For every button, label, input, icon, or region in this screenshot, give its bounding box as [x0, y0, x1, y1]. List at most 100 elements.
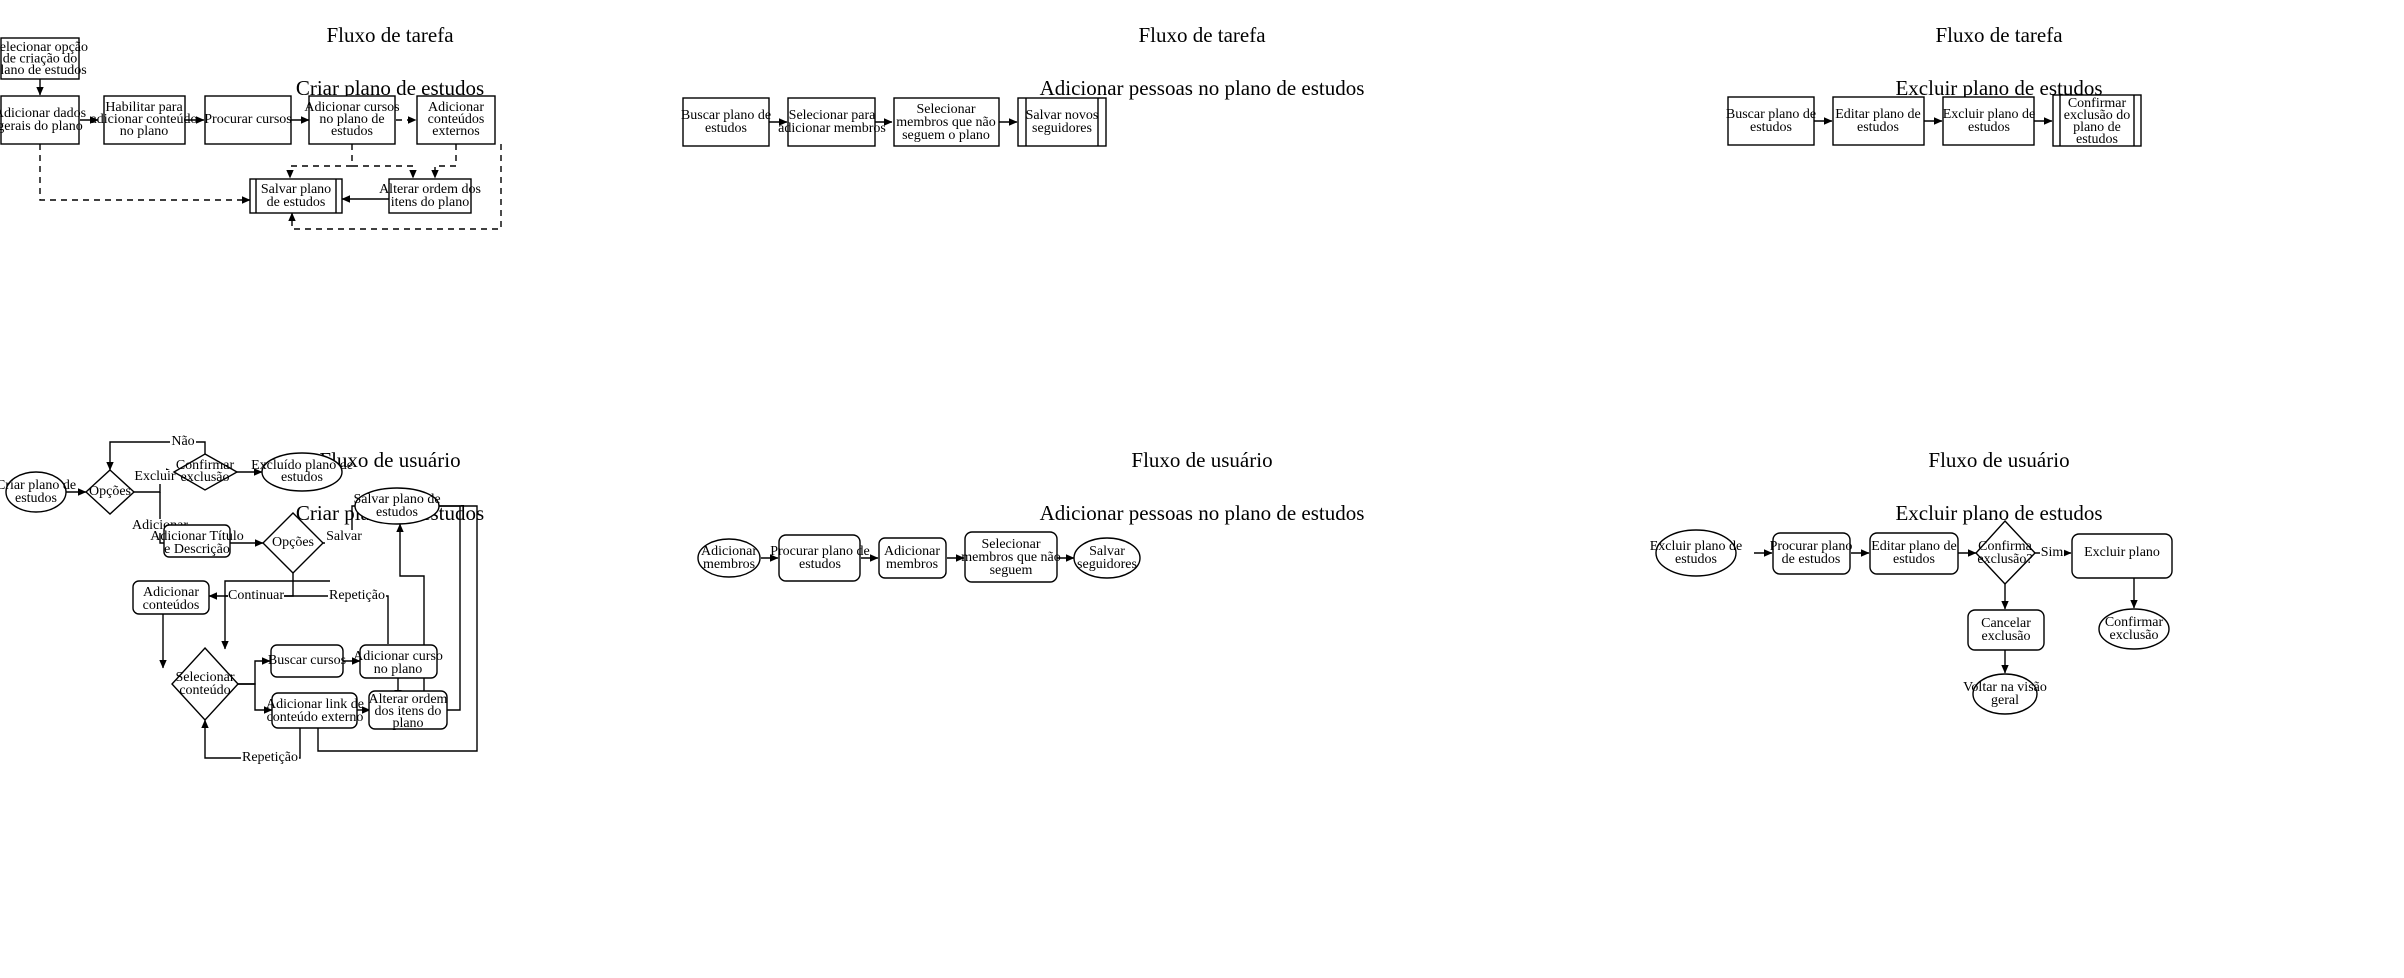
- node-d-editar[interactable]: Editar plano de estudos: [1869, 532, 1959, 575]
- node-u-opcoes-1[interactable]: Opções: [84, 469, 136, 515]
- node-salvar-novos[interactable]: Salvar novos seguidores: [1017, 97, 1107, 147]
- node-d-excluir[interactable]: Excluir plano: [2071, 533, 2173, 579]
- svg-text:Excluir plano de: Excluir plano de: [1650, 539, 1743, 554]
- node-p-salvar[interactable]: Salvar seguidores: [1073, 537, 1141, 579]
- edge-label-salvar: Salvar: [325, 529, 363, 544]
- node-d-procurar[interactable]: Procurar plano de estudos: [1770, 532, 1853, 575]
- svg-text:plano: plano: [392, 716, 423, 731]
- svg-text:Confirmar: Confirmar: [176, 458, 235, 473]
- node-procurar-cursos[interactable]: Procurar cursos: [204, 95, 292, 145]
- svg-text:Adicionar: Adicionar: [884, 544, 940, 559]
- svg-text:membros que não: membros que não: [896, 115, 996, 130]
- node-d-confirma[interactable]: Confirma exclusão?: [1975, 519, 2036, 586]
- edge-addconteudos-alterar: [431, 144, 457, 179]
- edge-label-excluir: Excluir: [134, 469, 176, 484]
- node-u-add-conteudos[interactable]: Adicionar conteúdos: [132, 580, 210, 615]
- edge-label-nao: Não: [170, 434, 196, 449]
- svg-text:Sim: Sim: [2041, 545, 2064, 560]
- node-p-adicionar[interactable]: Adicionar membros: [878, 537, 947, 579]
- svg-text:estudos: estudos: [799, 557, 841, 572]
- edge-label-repeticao-1: Repetição: [328, 588, 386, 603]
- node-u-excluido[interactable]: Excluído plano de estudos: [251, 452, 353, 492]
- node-u-add-link[interactable]: Adicionar link de conteúdo externo: [266, 692, 364, 729]
- node-u-sel-conteudo[interactable]: Selecionar conteúdo: [171, 646, 239, 722]
- svg-task-flow-create: Selecionar opção de criação do plano de …: [0, 37, 502, 230]
- node-alterar-ordem[interactable]: Alterar ordem dos itens do plano: [379, 178, 481, 214]
- svg-text:estudos: estudos: [1893, 552, 1935, 567]
- node-p-selecionar[interactable]: Selecionar membros que não seguem: [961, 531, 1061, 583]
- svg-text:Confirmar: Confirmar: [2068, 96, 2127, 111]
- node-u-criar-plano[interactable]: Criar plano de estudos: [0, 471, 76, 513]
- svg-text:Salvar: Salvar: [326, 529, 362, 544]
- node-u-add-titulo[interactable]: Adicionar Título e Descrição: [150, 524, 244, 558]
- panel-title-user-flow-add-people: Fluxo de usuário Adicionar pessoas no pl…: [802, 421, 1602, 526]
- node-d-confirmar[interactable]: Confirmar exclusão: [2098, 608, 2170, 650]
- node-u-alterar-ordem[interactable]: Alterar ordem dos itens do plano: [368, 690, 448, 731]
- node-add-conteudos[interactable]: Adicionar conteúdos externos: [416, 95, 496, 145]
- node-buscar-plano-d[interactable]: Buscar plano de estudos: [1726, 96, 1816, 146]
- panel-user-flow-delete: Fluxo de usuário Excluir plano de estudo…: [1604, 420, 2404, 978]
- svg-text:plano de: plano de: [2073, 120, 2121, 135]
- svg-text:Adicionar link de: Adicionar link de: [266, 697, 364, 712]
- svg-text:Adicionar Título: Adicionar Título: [150, 529, 243, 544]
- node-d-excluir-plano[interactable]: Excluir plano de estudos: [1650, 529, 1743, 577]
- edge-selconteudo-addlink: [238, 683, 273, 714]
- edge-label-repeticao-2: Repetição: [241, 750, 299, 765]
- node-excluir-plano-d[interactable]: Excluir plano de estudos: [1942, 96, 2036, 146]
- svg-text:no plano: no plano: [120, 124, 169, 139]
- svg-text:Repetição: Repetição: [329, 588, 385, 603]
- node-habilitar[interactable]: Habilitar para adicionar conteúdo no pla…: [91, 95, 198, 145]
- title-line-1: Fluxo de usuário: [1928, 448, 2070, 473]
- node-u-opcoes-2[interactable]: Opções: [262, 512, 324, 574]
- node-add-dados[interactable]: Adicionar dados gerais do plano: [0, 95, 86, 145]
- panel-task-flow-create: Fluxo de tarefa Criar plano de estudos: [0, 0, 800, 380]
- node-d-voltar[interactable]: Voltar na visão geral: [1963, 673, 2047, 715]
- node-u-salvar-plano[interactable]: Salvar plano de estudos: [353, 487, 441, 525]
- node-sel-adicionar[interactable]: Selecionar para adicionar membros: [778, 97, 886, 147]
- title-line-2: Excluir plano de estudos: [1895, 75, 2103, 100]
- node-buscar-plano[interactable]: Buscar plano de estudos: [681, 97, 771, 147]
- panel-task-flow-delete: Fluxo de tarefa Excluir plano de estudos…: [1604, 0, 2404, 380]
- node-sel-membros[interactable]: Selecionar membros que não seguem o plan…: [893, 97, 1000, 147]
- svg-text:Voltar na visão: Voltar na visão: [1963, 680, 2047, 695]
- svg-text:adicionar membros: adicionar membros: [778, 121, 886, 136]
- edge-alterar-right-salvar: [425, 502, 461, 711]
- edge-label-sim: Sim: [2040, 545, 2064, 560]
- svg-text:itens do plano: itens do plano: [391, 195, 470, 210]
- svg-text:Adicionar: Adicionar: [428, 100, 484, 115]
- node-editar-plano-d[interactable]: Editar plano de estudos: [1832, 96, 1925, 146]
- svg-text:no plano de: no plano de: [319, 112, 384, 127]
- svg-text:Opções: Opções: [272, 535, 314, 550]
- node-d-cancelar[interactable]: Cancelar exclusão: [1967, 609, 2045, 651]
- node-add-cursos[interactable]: Adicionar cursos no plano de estudos: [304, 95, 400, 145]
- svg-text:Adicionar: Adicionar: [701, 544, 757, 559]
- edge-label-continuar: Continuar: [228, 588, 284, 603]
- svg-text:seguem o plano: seguem o plano: [902, 128, 990, 143]
- edge-loopback-salvar: [288, 144, 502, 230]
- svg-text:estudos: estudos: [15, 491, 57, 506]
- svg-text:Procurar cursos: Procurar cursos: [204, 112, 291, 127]
- node-salvar-plano[interactable]: Salvar plano de estudos: [249, 178, 343, 214]
- node-u-confirmar-exclusao[interactable]: Confirmar exclusão: [172, 453, 239, 491]
- node-p-procurar[interactable]: Procurar plano de estudos: [770, 534, 870, 582]
- svg-text:Selecionar: Selecionar: [981, 537, 1040, 552]
- node-confirmar-excl[interactable]: Confirmar exclusão do plano de estudos: [2052, 94, 2142, 147]
- node-u-add-curso[interactable]: Adicionar curso no plano: [353, 644, 443, 679]
- svg-text:Criar plano de: Criar plano de: [0, 478, 76, 493]
- svg-text:Opções: Opções: [89, 484, 131, 499]
- edge-adddados-salvar: [39, 144, 251, 204]
- node-u-buscar-cursos[interactable]: Buscar cursos: [268, 644, 346, 678]
- svg-text:plano de estudos: plano de estudos: [0, 63, 87, 78]
- svg-text:e Descrição: e Descrição: [164, 542, 230, 557]
- title-line-1: Fluxo de usuário: [319, 448, 461, 473]
- svg-text:estudos: estudos: [2076, 132, 2118, 147]
- svg-text:Excluir: Excluir: [134, 469, 176, 484]
- svg-text:Editar plano de: Editar plano de: [1871, 539, 1957, 554]
- edge-addlink-right-salvar: [317, 502, 478, 752]
- svg-text:Salvar novos: Salvar novos: [1026, 108, 1099, 123]
- svg-text:estudos: estudos: [705, 121, 747, 136]
- svg-text:estudos: estudos: [1968, 120, 2010, 135]
- node-sel-opcao[interactable]: Selecionar opção de criação do plano de …: [0, 37, 88, 80]
- node-p-add-membros[interactable]: Adicionar membros: [697, 538, 761, 578]
- edge-alterar-salvarplano: [396, 523, 425, 698]
